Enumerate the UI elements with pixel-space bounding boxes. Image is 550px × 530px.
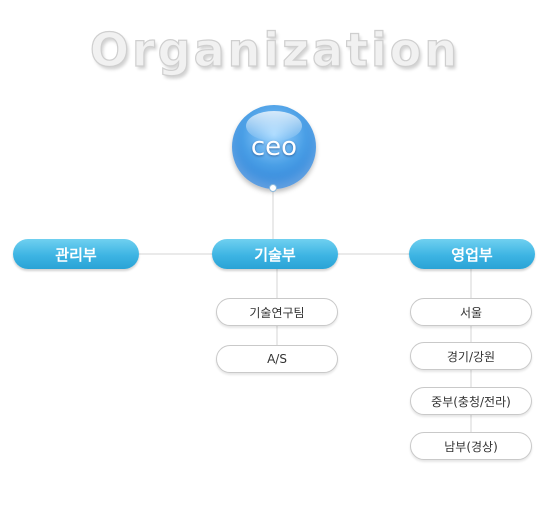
team-label: 서울: [459, 305, 483, 320]
department-label: 영업부: [451, 245, 493, 264]
team-tech-research: 기술연구팀: [216, 298, 338, 326]
ceo-label: ceo: [250, 132, 298, 162]
team-seoul: 서울: [410, 298, 532, 326]
department-label: 기술부: [254, 245, 296, 264]
page-title: Organization: [89, 22, 461, 77]
team-label: 기술연구팀: [249, 305, 305, 320]
department-sales: 영업부: [409, 239, 535, 269]
department-tech: 기술부: [212, 239, 338, 269]
team-central: 중부(충청/전라): [410, 387, 532, 415]
ceo-node: ceo: [232, 105, 316, 189]
team-as: A/S: [216, 345, 338, 373]
team-south: 남부(경상): [410, 432, 532, 460]
ceo-connector-dot: [269, 184, 277, 192]
team-gyeonggi-gangwon: 경기/강원: [410, 342, 532, 370]
team-label: 남부(경상): [444, 439, 498, 454]
department-label: 관리부: [55, 245, 97, 264]
team-label: 경기/강원: [446, 349, 496, 364]
department-admin: 관리부: [13, 239, 139, 269]
team-label: A/S: [267, 352, 287, 366]
team-label: 중부(충청/전라): [431, 394, 511, 409]
